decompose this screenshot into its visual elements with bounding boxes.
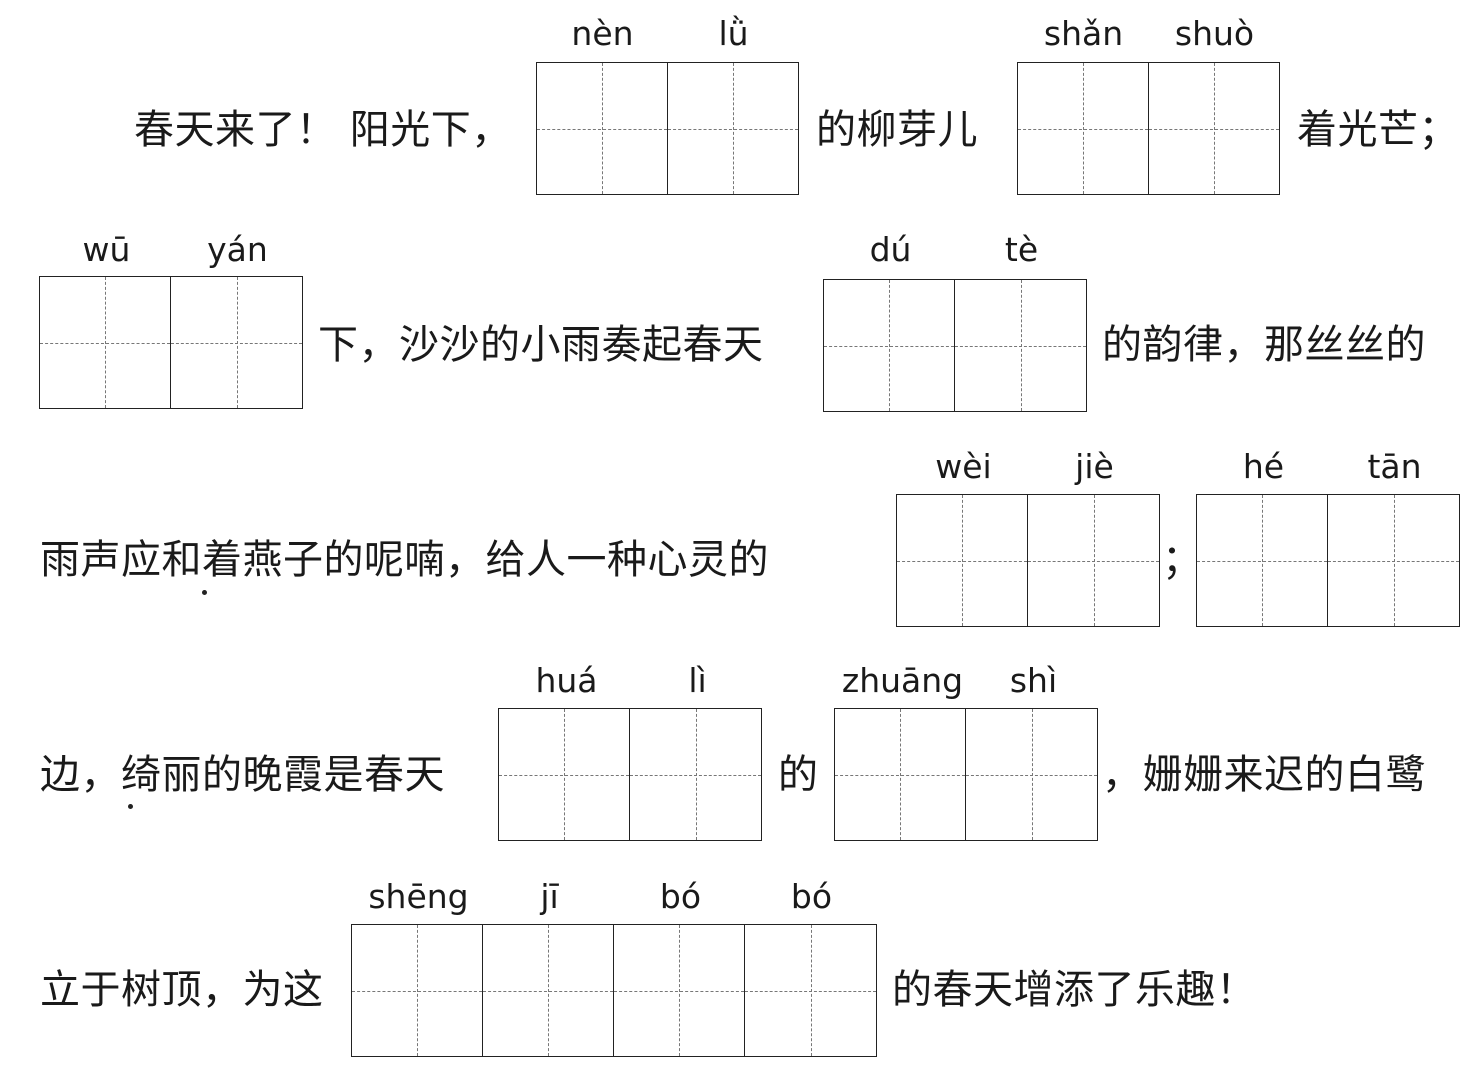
writing-cell[interactable] [835, 709, 966, 840]
answer-grid[interactable] [823, 279, 1087, 412]
text-segment: 下，沙沙的小雨奏起春天 [318, 322, 764, 368]
pinyin-label: tān [1367, 447, 1422, 486]
writing-cell[interactable] [499, 709, 630, 840]
writing-cell[interactable] [352, 925, 483, 1056]
pinyin-label: jiè [1075, 447, 1114, 486]
pinyin-label: shēng [368, 877, 469, 916]
answer-grid[interactable] [39, 276, 303, 409]
pinyin-label: nèn [571, 14, 634, 53]
writing-cell[interactable] [537, 63, 668, 194]
pinyin-label: huá [535, 661, 598, 700]
answer-grid[interactable] [1196, 494, 1460, 627]
text-segment: 雨声应和着燕子的呢喃，给人一种心灵的 [40, 537, 769, 583]
writing-cell[interactable] [1018, 63, 1149, 194]
writing-cell[interactable] [966, 709, 1097, 840]
text-segment: ，姗姗来迟的白鹭 [1102, 752, 1426, 798]
answer-grid[interactable] [498, 708, 762, 841]
pinyin-label: yán [207, 230, 268, 269]
answer-grid[interactable] [1017, 62, 1280, 195]
pinyin-label: bó [659, 877, 702, 916]
answer-grid[interactable] [834, 708, 1098, 841]
pinyin-label: zhuāng [841, 661, 964, 700]
writing-cell[interactable] [667, 63, 799, 194]
pinyin-label: wèi [935, 447, 992, 486]
pinyin-label: shì [1009, 661, 1058, 700]
pinyin-label: lǜ [718, 14, 749, 53]
emphasis-dot [202, 590, 207, 595]
writing-cell[interactable] [171, 277, 302, 408]
text-segment: 的韵律，那丝丝的 [1102, 322, 1426, 368]
pinyin-label: lì [688, 661, 707, 700]
pinyin-label: hé [1242, 447, 1285, 486]
writing-cell[interactable] [745, 925, 876, 1056]
writing-cell[interactable] [1197, 495, 1328, 626]
writing-cell[interactable] [40, 277, 171, 408]
text-segment: 春天来了！ 阳光下， [134, 107, 512, 153]
answer-grid[interactable] [536, 62, 799, 195]
emphasis-dot [128, 804, 133, 809]
writing-cell[interactable] [630, 709, 761, 840]
pinyin-label: tè [1004, 230, 1039, 269]
writing-cell[interactable] [897, 495, 1028, 626]
text-segment: 立于树顶，为这 [40, 967, 324, 1013]
pinyin-label: shuò [1174, 14, 1255, 53]
text-segment: 边，绮丽的晚霞是春天 [40, 752, 445, 798]
text-segment: 着光芒； [1297, 107, 1459, 153]
answer-grid[interactable] [896, 494, 1160, 627]
text-segment: 的 [778, 752, 819, 798]
text-segment: 的柳芽儿 [816, 107, 978, 153]
writing-cell[interactable] [1328, 495, 1459, 626]
answer-grid[interactable] [351, 924, 877, 1057]
writing-cell[interactable] [1028, 495, 1159, 626]
pinyin-label: dú [869, 230, 912, 269]
text-segment: 的春天增添了乐趣！ [892, 967, 1257, 1013]
writing-cell[interactable] [1148, 63, 1280, 194]
text-segment: ； [1162, 537, 1203, 583]
writing-cell[interactable] [824, 280, 955, 411]
writing-cell[interactable] [483, 925, 614, 1056]
pinyin-label: jī [540, 877, 559, 916]
pinyin-label: bó [790, 877, 833, 916]
writing-cell[interactable] [614, 925, 745, 1056]
pinyin-label: shǎn [1043, 14, 1124, 53]
pinyin-label: wū [82, 230, 131, 269]
writing-cell[interactable] [955, 280, 1086, 411]
